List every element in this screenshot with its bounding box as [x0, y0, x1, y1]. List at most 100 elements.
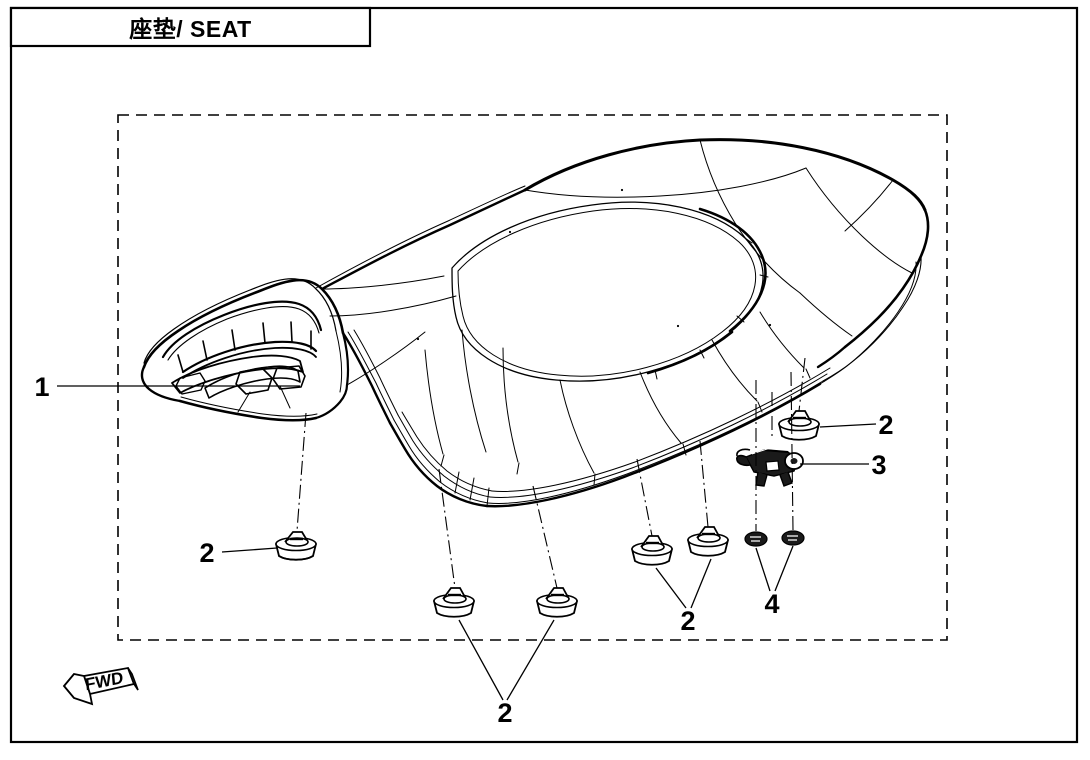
seat-front-left-corner-trim1: [393, 419, 489, 504]
seat-assembly-drawing: [140, 138, 930, 508]
seat-nose-left-tip: [140, 365, 182, 403]
seat-nose-bottom-pan: [178, 399, 318, 422]
seat-flank-seam-3: [502, 347, 519, 463]
seat-left-flank-inner2: [353, 329, 399, 416]
seat-backrest-seam-1: [524, 167, 807, 198]
callout-label-2-bottom[interactable]: 2: [497, 698, 512, 728]
leader-2-mid-a: [655, 567, 687, 609]
seat-nose-outer-dome-2: [143, 278, 337, 364]
seat-backrest-seam-2: [699, 139, 801, 294]
seat-flank-seam-2: [461, 329, 487, 453]
seat-front-left-corner: [388, 421, 489, 508]
surface-dot-1: [508, 230, 512, 234]
seat-nose-floor-panel: [171, 354, 304, 394]
seat-flank-seam-6: [711, 339, 758, 402]
seat-backrest-seam-3: [805, 167, 913, 274]
seat-base-trim-1: [487, 380, 824, 504]
callout-label-4[interactable]: 4: [764, 589, 779, 619]
rubber-mount: [535, 587, 579, 618]
align-line-mount-3: [532, 485, 558, 589]
leader-2-bottom-b: [506, 619, 555, 701]
callout-label-2-middle[interactable]: 2: [680, 606, 695, 636]
align-line-mount-6: [798, 357, 806, 412]
seat-front-left-corner-trim2: [397, 414, 491, 498]
page-title-text: 座垫/ SEAT: [129, 16, 252, 42]
rubber-mounts-group: [274, 410, 821, 618]
seat-rear-fill-curve: [799, 292, 853, 337]
seat-rear-lower-lip-b: [822, 255, 922, 382]
callout-label-3[interactable]: 3: [871, 450, 886, 480]
align-line-bolt-2: [790, 371, 794, 531]
seat-nose-right-block: [272, 365, 306, 390]
seat-oval-facet-ticks: [654, 237, 769, 380]
seat-rear-lower-lip-c: [819, 261, 917, 385]
align-line-mount-5: [699, 440, 709, 528]
rubber-mount: [274, 531, 318, 561]
surface-dot-3: [620, 188, 624, 192]
seat-backrest-seam-4: [844, 179, 894, 232]
leader-2-right: [819, 423, 877, 428]
leader-2-left: [221, 547, 278, 553]
leader-4-b: [774, 545, 794, 592]
seat-base-trim-2: [489, 373, 828, 498]
seat-flank-seam-1: [424, 349, 444, 455]
rubber-mount: [777, 410, 821, 441]
seat-flank-seam-4: [559, 379, 595, 474]
seat-left-flank-inner: [347, 331, 395, 421]
bolt: [781, 530, 805, 546]
seat-trim-tick-1: [440, 368, 811, 486]
bolts-group: [744, 530, 805, 547]
seat-nose-blend-1: [321, 275, 445, 290]
align-line-mount-4: [636, 458, 653, 537]
bolt: [744, 531, 768, 547]
seat-nose-pan-diagonal: [237, 385, 291, 413]
seat-nose-center-block: [235, 367, 273, 395]
callout-labels: 1 2 2 2 2 3 4: [34, 372, 893, 728]
leader-2-bottom-a: [458, 619, 504, 701]
fwd-arrow-icon: FWD: [62, 666, 139, 706]
surface-dot-4: [768, 323, 772, 327]
seat-front-left-corner-trim3: [401, 411, 493, 492]
leader-4-a: [755, 547, 771, 592]
seat-rider-pan-oval-rim: [698, 207, 767, 333]
seat-nose-blend-3: [346, 331, 426, 386]
align-line-mount-2: [438, 468, 456, 589]
surface-dot-2: [416, 337, 420, 341]
align-line-mount-1: [296, 412, 307, 532]
seat-rear-lower-lip-a: [816, 345, 847, 369]
seat-rear-right-edge: [843, 208, 930, 349]
rubber-mount: [630, 535, 674, 566]
seat-rider-pan-oval-rim2: [646, 330, 734, 375]
callout-leaders: [57, 385, 877, 701]
seat-base-bottom-edge: [485, 382, 822, 508]
page-title: 座垫/ SEAT: [11, 8, 370, 46]
callout-label-2-right[interactable]: 2: [878, 410, 893, 440]
seat-nose-inner-rim-2: [167, 306, 320, 361]
seat-flank-seam-5: [639, 371, 682, 444]
rubber-mount: [432, 587, 476, 618]
title-box: [9, 6, 372, 48]
seat-base-trim-3: [491, 367, 831, 492]
seat-nose-to-flank-2: [335, 330, 343, 393]
callout-label-1[interactable]: 1: [34, 372, 49, 402]
seat-rider-pan-oval-inner: [457, 208, 757, 377]
seat-front-top-curve: [320, 188, 527, 291]
assembly-alignment-lines: [296, 357, 806, 589]
seat-nose-outer-dome: [142, 278, 345, 369]
seat-nose-blend-2: [329, 295, 457, 317]
seat-nose-to-flank: [341, 331, 350, 387]
fwd-arrow-label: FWD: [84, 668, 124, 694]
seat-left-flank-edge: [341, 331, 392, 425]
seat-flank-seam-7: [759, 311, 805, 369]
seat-rider-pan-oval-outer: [451, 201, 764, 382]
seat-outer-top-edge: [523, 138, 927, 212]
callout-label-2-left[interactable]: 2: [199, 538, 214, 568]
leader-2-mid-b: [690, 558, 712, 609]
seat-front-top-curve-2: [315, 185, 526, 289]
seat-corner-facet: [454, 471, 490, 507]
seat-nose-shelf-top: [181, 340, 318, 374]
page-border: [9, 6, 1079, 744]
rubber-mount: [686, 526, 730, 557]
